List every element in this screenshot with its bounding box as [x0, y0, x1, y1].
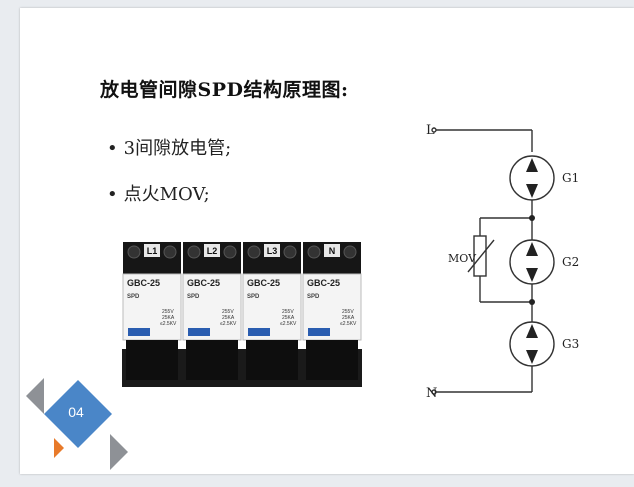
terminal-label: L3: [267, 246, 278, 256]
brand-logo: [188, 328, 210, 336]
terminal-label-box: [324, 244, 340, 257]
module-body: [186, 340, 238, 380]
module-spec: 25KA: [342, 315, 355, 321]
module-spec: 25KA: [162, 315, 175, 321]
module-spec: ≤2.5KV: [340, 321, 357, 327]
module-spec: 25KA: [222, 315, 235, 321]
bullet-text: 点火MOV;: [123, 184, 210, 205]
module-spec: 255V: [222, 309, 234, 315]
module-spec: 255V: [282, 309, 294, 315]
module-type: SPD: [127, 294, 140, 300]
module-body: [306, 340, 358, 380]
terminal-label: N: [329, 246, 336, 256]
slide-title: 放电管间隙SPD结构原理图:: [100, 79, 349, 101]
bullet-item-gaps: •3间隙放电管;: [107, 134, 231, 160]
module-model: GBC-25: [307, 278, 340, 288]
screw-icon: [307, 245, 321, 259]
screw-icon: [283, 245, 297, 259]
bullet-dot: •: [107, 138, 118, 159]
bullet-dot: •: [107, 184, 118, 205]
page-number: 04: [68, 404, 84, 420]
module-type: SPD: [247, 294, 260, 300]
deco-gray-triangle-left: [26, 378, 44, 414]
mov-slash: [467, 239, 495, 273]
gap-label-g1: G1: [562, 171, 579, 185]
module-spec: ≤2.5KV: [220, 321, 237, 327]
brand-logo: [308, 328, 330, 336]
page-number-decoration: [26, 378, 128, 470]
module-model: GBC-25: [187, 278, 220, 288]
terminal-label: L2: [207, 246, 218, 256]
bullet-item-mov: •点火MOV;: [107, 180, 210, 206]
terminal-label-box: [204, 244, 220, 257]
module-spec: ≤2.5KV: [160, 321, 177, 327]
deco-orange-triangle: [54, 438, 64, 458]
gap-label-g3: G3: [562, 337, 579, 351]
terminal-label: L1: [147, 246, 158, 256]
module-body: [246, 340, 298, 380]
bullet-text: 3间隙放电管;: [123, 138, 232, 159]
terminal-label-box: [264, 244, 280, 257]
deco-gray-triangle-right: [110, 434, 128, 470]
terminal-label-l: L: [426, 123, 435, 138]
screw-icon: [223, 245, 237, 259]
module-spec: 255V: [342, 309, 354, 315]
module-body: [126, 340, 178, 380]
gap-label-g2: G2: [562, 255, 579, 269]
gap-electrode-up-icon: [526, 158, 538, 172]
module-model: GBC-25: [247, 278, 280, 288]
deco-blue-diamond: [44, 380, 112, 448]
gap-electrode-down-icon: [526, 184, 538, 198]
module-type: SPD: [307, 294, 320, 300]
mov-label: MOV: [448, 252, 477, 265]
brand-logo: [248, 328, 270, 336]
screw-icon: [343, 245, 357, 259]
screw-icon: [187, 245, 201, 259]
module-spec: ≤2.5KV: [280, 321, 297, 327]
screw-icon: [127, 245, 141, 259]
brand-logo: [128, 328, 150, 336]
screw-icon: [163, 245, 177, 259]
module-type: SPD: [187, 294, 200, 300]
spd-product-photo: L1GBC-25SPD255V25KA≤2.5KVL2GBC-25SPD255V…: [122, 242, 362, 387]
terminal-label-n: N: [426, 386, 437, 401]
module-spec: 25KA: [282, 315, 295, 321]
slide-canvas: [20, 8, 634, 474]
screw-icon: [247, 245, 261, 259]
circuit-diagram: L N MOV G1 G2 G3: [426, 123, 579, 401]
module-spec: 255V: [162, 309, 174, 315]
module-model: GBC-25: [127, 278, 160, 288]
terminal-label-box: [144, 244, 160, 257]
